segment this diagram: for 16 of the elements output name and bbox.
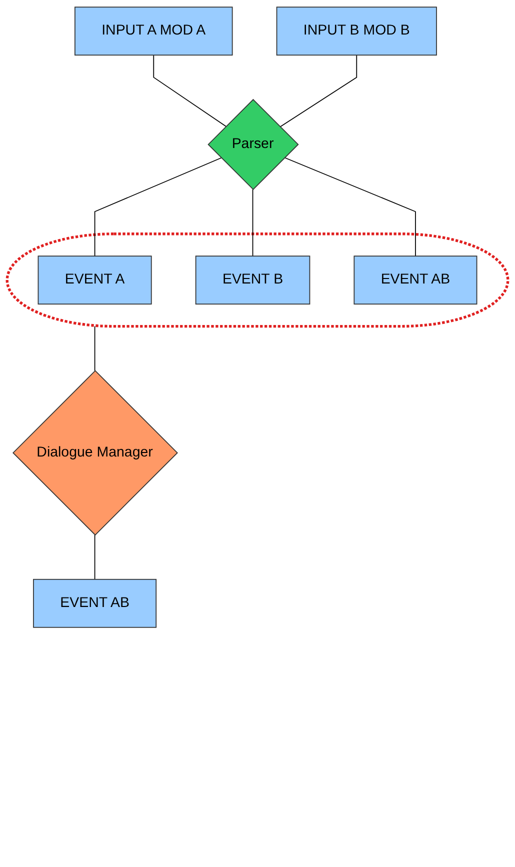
connector	[94, 326, 96, 372]
connector	[284, 157, 416, 257]
connector	[94, 534, 96, 580]
node-diamond: Parser	[208, 98, 299, 190]
connector	[252, 188, 254, 257]
node-box: INPUT A MOD A	[74, 6, 233, 56]
node-box: EVENT AB	[33, 578, 157, 628]
node-box: EVENT AB	[354, 256, 478, 305]
connector	[94, 157, 222, 257]
connector	[153, 54, 226, 127]
node-box: INPUT B MOD B	[276, 6, 437, 56]
node-box: EVENT A	[38, 256, 152, 305]
connector	[280, 54, 358, 128]
node-diamond: Dialogue Manager	[12, 370, 178, 536]
node-box: EVENT B	[195, 256, 310, 305]
cluster	[6, 232, 510, 328]
